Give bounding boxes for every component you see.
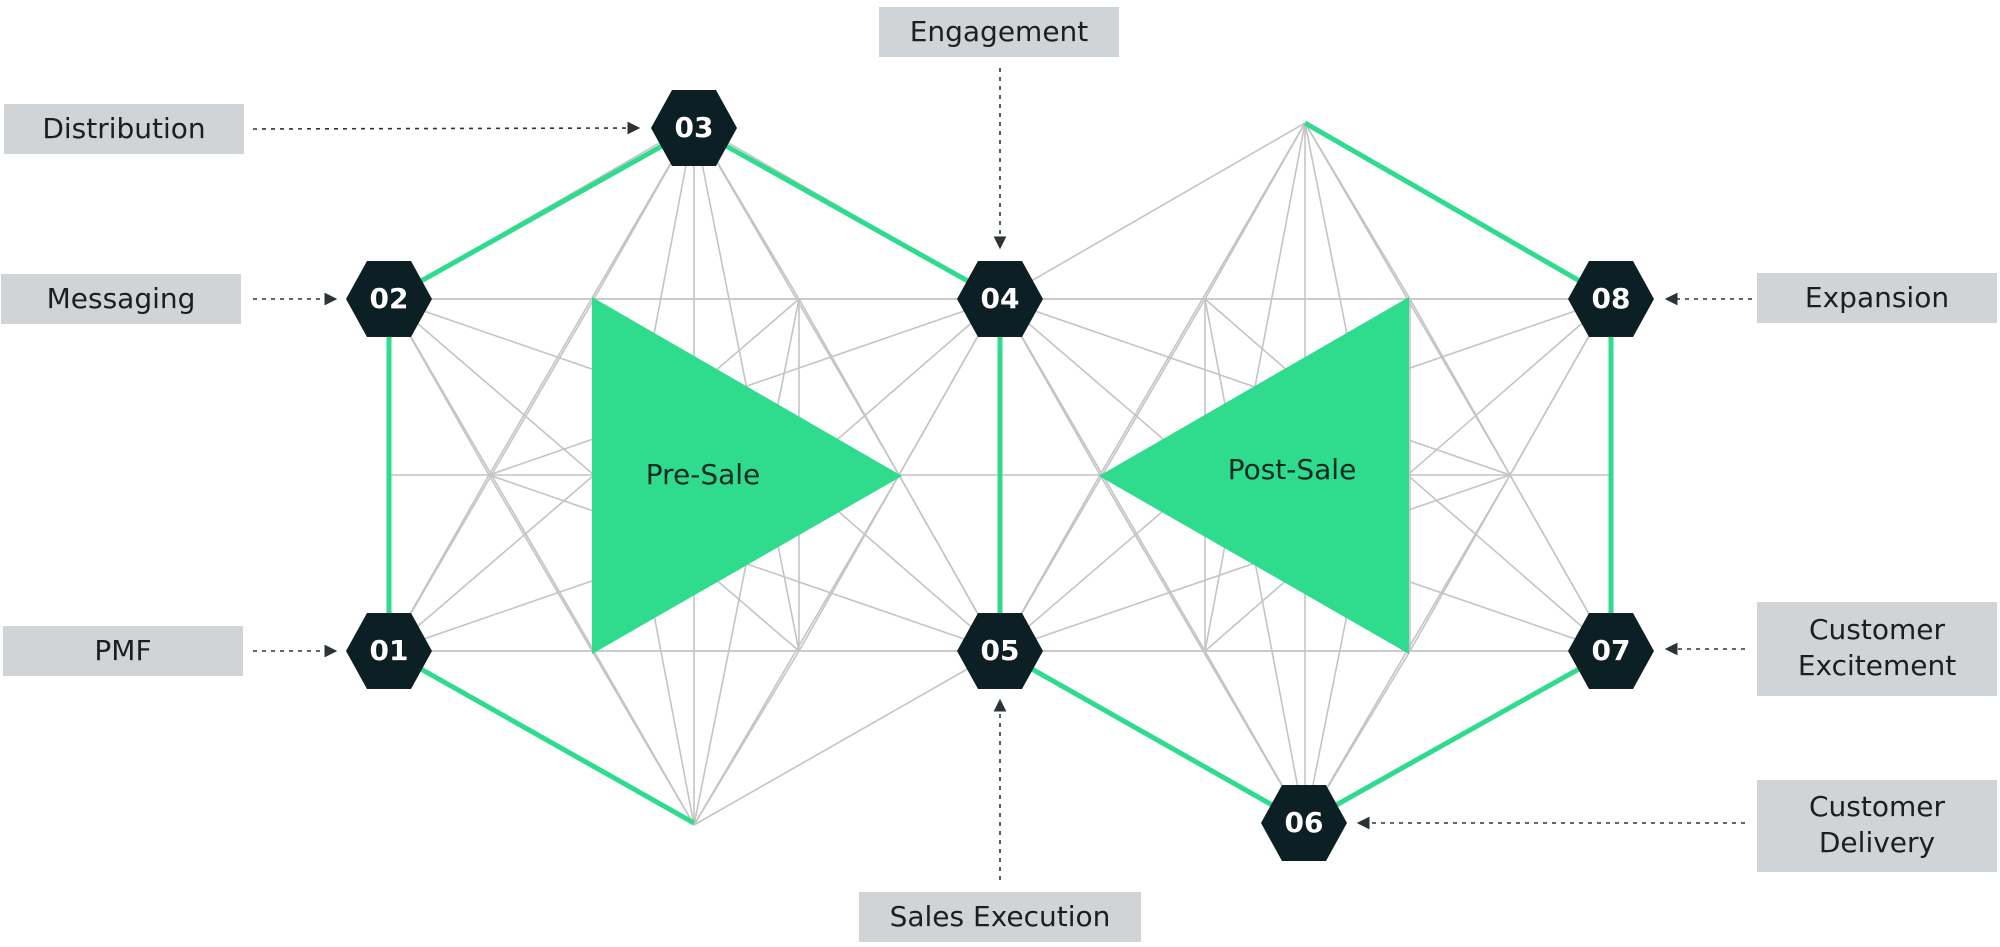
label-messaging: Messaging — [1, 274, 241, 324]
node-06: 06 — [1261, 785, 1347, 861]
wireframe-edge — [999, 122, 1306, 300]
pre-sale-label: Pre-Sale — [646, 458, 761, 491]
post-sale-triangle — [1099, 297, 1409, 654]
svg-text:07: 07 — [1592, 634, 1631, 667]
svg-text:05: 05 — [981, 634, 1020, 667]
label-customer-delivery: Customer Delivery — [1757, 780, 1997, 872]
svg-text:04: 04 — [981, 282, 1020, 315]
node-01: 01 — [346, 613, 432, 689]
hexagon-edge-accent — [1303, 120, 1613, 302]
svg-text:PMF: PMF — [94, 634, 151, 667]
post-sale-label: Post-Sale — [1228, 453, 1357, 486]
svg-text:Distribution: Distribution — [42, 112, 205, 145]
label-distribution: Distribution — [4, 104, 244, 154]
distribution-arrow — [252, 121, 641, 135]
hexagon-edge-accent — [692, 125, 1002, 302]
label-engagement: Engagement — [879, 7, 1119, 57]
svg-text:Messaging: Messaging — [47, 282, 196, 315]
wireframe-edge — [693, 650, 1000, 826]
svg-text:Engagement: Engagement — [910, 15, 1089, 48]
svg-text:Customer: Customer — [1809, 613, 1945, 646]
hexagon-edge-accent — [1302, 648, 1613, 826]
hexagon-edge-accent — [387, 648, 696, 826]
hexagon-edge-accent — [998, 648, 1306, 826]
node-07: 07 — [1568, 613, 1654, 689]
hexagon-edge-accent — [387, 125, 696, 302]
wireframe-spoke — [593, 650, 695, 826]
node-03: 03 — [651, 90, 737, 166]
label-pmf: PMF — [3, 626, 243, 676]
wireframe-spoke — [1204, 122, 1306, 300]
svg-text:Excitement: Excitement — [1798, 649, 1956, 682]
svg-text:08: 08 — [1592, 282, 1631, 315]
connector-arrows — [252, 68, 1752, 880]
svg-text:02: 02 — [370, 282, 409, 315]
wireframe-spoke — [693, 650, 800, 826]
node-layer: 01 02 03 04 05 06 07 08 — [346, 90, 1654, 861]
node-08: 08 — [1568, 261, 1654, 337]
node-02: 02 — [346, 261, 432, 337]
svg-text:06: 06 — [1285, 806, 1324, 839]
label-sales-execution: Sales Execution — [859, 892, 1141, 942]
svg-text:Customer: Customer — [1809, 790, 1945, 823]
node-04: 04 — [957, 261, 1043, 337]
svg-text:01: 01 — [370, 634, 409, 667]
pre-sale-triangle — [592, 297, 902, 654]
svg-text:Expansion: Expansion — [1805, 281, 1949, 314]
label-customer-excitement: Customer Excitement — [1757, 602, 1997, 696]
label-expansion: Expansion — [1757, 273, 1997, 323]
wireframe-spoke — [693, 474, 900, 826]
svg-text:03: 03 — [675, 111, 714, 144]
node-05: 05 — [957, 613, 1043, 689]
svg-text:Delivery: Delivery — [1819, 826, 1935, 859]
svg-text:Sales Execution: Sales Execution — [890, 900, 1111, 933]
hexagon-outline-edges — [386, 120, 1614, 826]
